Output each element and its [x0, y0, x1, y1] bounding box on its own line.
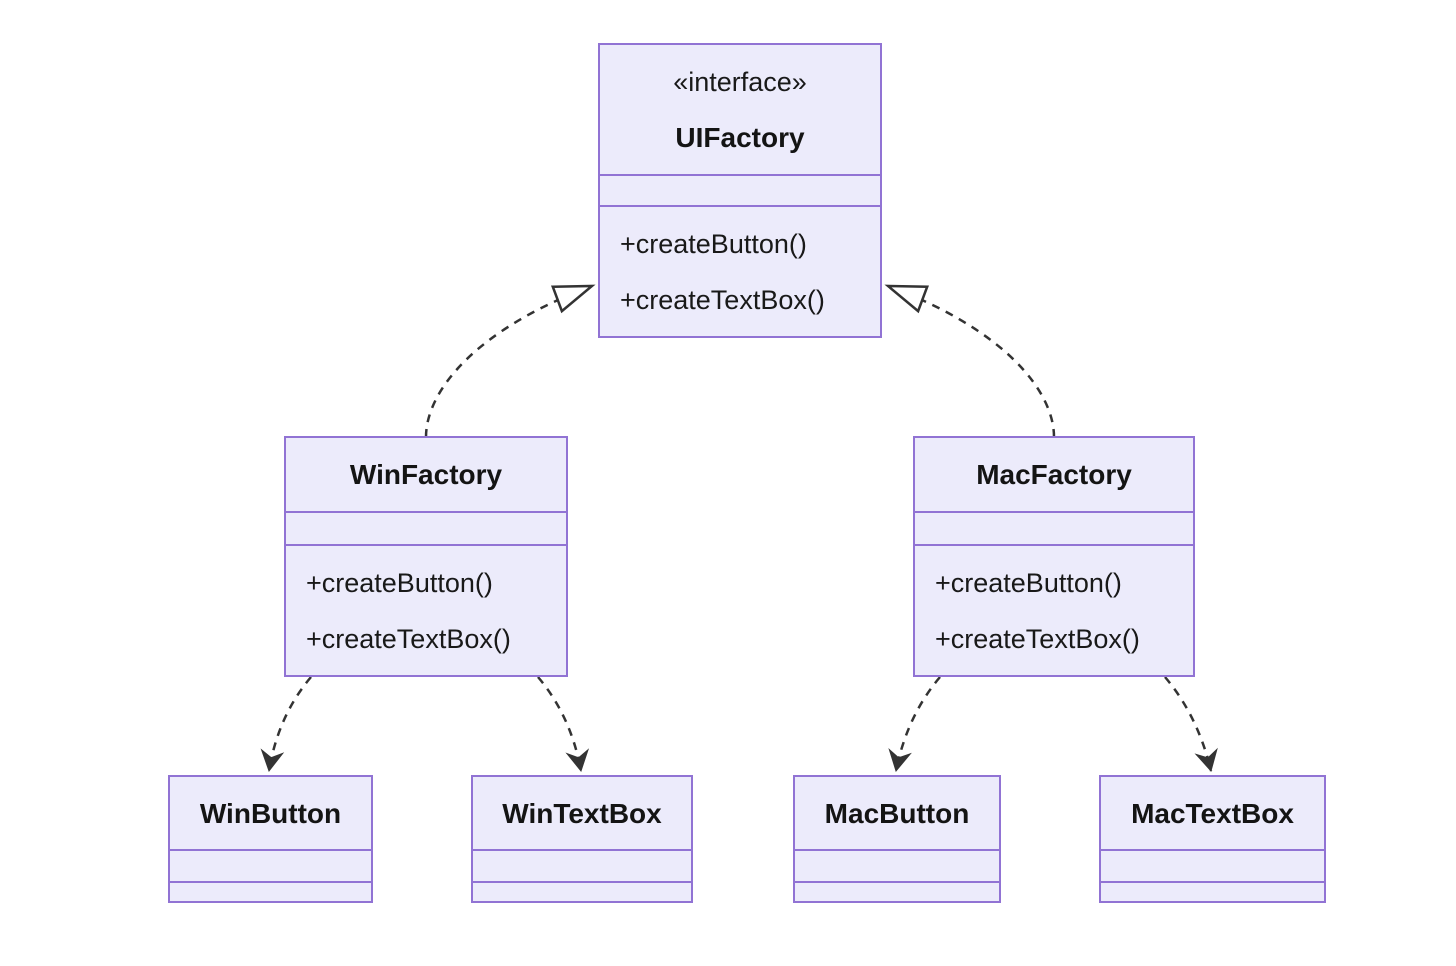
uifactory-title-compartment: «interface» UIFactory — [600, 45, 880, 174]
winbutton-attributes-compartment — [170, 849, 371, 881]
macbutton-name-label: MacButton — [824, 797, 970, 829]
winfactory-attributes-compartment — [286, 511, 566, 544]
macbutton-attributes-compartment — [795, 849, 999, 881]
uifactory-stereotype-label: «interface» — [673, 66, 807, 97]
macfactory-method-createbutton: +createButton() — [935, 567, 1122, 598]
macfactory-attributes-compartment — [915, 511, 1193, 544]
winfactory-method-createtextbox: +createTextBox() — [306, 623, 511, 654]
class-mactextbox: MacTextBox — [1099, 775, 1326, 903]
uifactory-method-createbutton: +createButton() — [620, 228, 807, 259]
macfactory-methods-compartment: +createButton() +createTextBox() — [915, 544, 1193, 675]
winbutton-methods-compartment — [170, 881, 371, 901]
wintextbox-title-compartment: WinTextBox — [473, 777, 691, 849]
winfactory-title-compartment: WinFactory — [286, 438, 566, 511]
macbutton-title-compartment: MacButton — [795, 777, 999, 849]
uifactory-attributes-compartment — [600, 174, 880, 205]
realization-edge-winfactory-uifactory — [424, 284, 596, 438]
macfactory-name-label: MacFactory — [976, 459, 1132, 490]
dependency-edge-macfactory-macbutton — [888, 676, 941, 772]
class-macbutton: MacButton — [793, 775, 1001, 903]
class-wintextbox: WinTextBox — [471, 775, 693, 903]
mactextbox-name-label: MacTextBox — [1131, 797, 1294, 829]
class-winfactory: WinFactory +createButton() +createTextBo… — [284, 436, 568, 677]
mactextbox-methods-compartment — [1101, 881, 1324, 901]
wintextbox-methods-compartment — [473, 881, 691, 901]
macfactory-method-createtextbox: +createTextBox() — [935, 623, 1140, 654]
winfactory-method-createbutton: +createButton() — [306, 567, 493, 598]
wintextbox-attributes-compartment — [473, 849, 691, 881]
dependency-edge-macfactory-mactextbox — [1164, 676, 1218, 772]
class-winbutton: WinButton — [168, 775, 373, 903]
winbutton-title-compartment: WinButton — [170, 777, 371, 849]
macfactory-title-compartment: MacFactory — [915, 438, 1193, 511]
dependency-edge-winfactory-wintextbox — [537, 676, 590, 772]
realization-edge-macfactory-uifactory — [884, 284, 1056, 438]
winbutton-name-label: WinButton — [199, 797, 342, 829]
wintextbox-name-label: WinTextBox — [502, 797, 662, 829]
winfactory-name-label: WinFactory — [349, 459, 503, 490]
mactextbox-title-compartment: MacTextBox — [1101, 777, 1324, 849]
winfactory-methods-compartment: +createButton() +createTextBox() — [286, 544, 566, 675]
uifactory-methods-compartment: +createButton() +createTextBox() — [600, 205, 880, 336]
mactextbox-attributes-compartment — [1101, 849, 1324, 881]
class-uifactory: «interface» UIFactory +createButton() +c… — [598, 43, 882, 338]
uifactory-name-label: UIFactory — [675, 121, 805, 153]
class-macfactory: MacFactory +createButton() +createTextBo… — [913, 436, 1195, 677]
macbutton-methods-compartment — [795, 881, 999, 901]
dependency-edge-winfactory-winbutton — [260, 676, 312, 772]
uifactory-method-createtextbox: +createTextBox() — [620, 284, 825, 315]
